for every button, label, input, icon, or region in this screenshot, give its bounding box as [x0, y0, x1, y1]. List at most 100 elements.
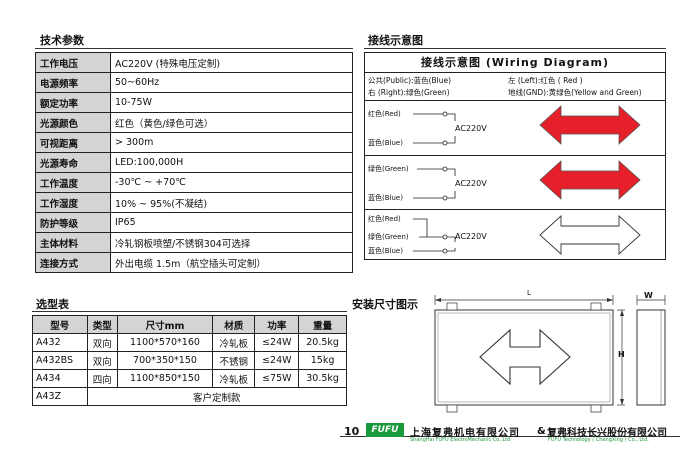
spec-value: 50~60Hz	[110, 72, 353, 93]
wiring-title: 接线示意图 (Wiring Diagram)	[420, 56, 610, 69]
column-header: 功率	[254, 315, 300, 334]
spec-value: IP65	[110, 212, 353, 233]
spec-key: 工作湿度	[35, 192, 111, 213]
table-row: A43Z 客户定制款	[32, 387, 348, 406]
wire-label-red: 红色(Red)	[368, 215, 401, 223]
wire-label-blue: 蓝色(Blue)	[368, 247, 403, 255]
table-cell: A432	[32, 333, 88, 352]
table-cell: 冷轧板	[211, 369, 256, 388]
column-header: 材质	[211, 315, 256, 334]
spec-row: 光源颜色红色（黄色/绿色可选）	[35, 112, 353, 133]
section-title-models: 选型表	[36, 298, 69, 311]
spec-value: LED:100,000H	[110, 152, 353, 173]
legend-public: 公共(Public):蓝色(Blue)	[368, 76, 452, 85]
spec-key: 工作温度	[35, 172, 111, 193]
table-cell: 1100*850*150	[116, 369, 214, 388]
legend-gnd: 地线(GND):黄绿色(Yellow and Green)	[508, 88, 642, 97]
install-drawing	[434, 295, 666, 413]
divider	[364, 48, 666, 49]
company-logo: FUFU	[366, 423, 404, 437]
wiring-lines	[413, 160, 641, 201]
spec-row: 可视距离> 300m	[35, 132, 353, 153]
section-title-wiring: 接线示意图	[368, 34, 423, 47]
voltage-label: AC220V	[455, 232, 487, 241]
wiring-panel-right: 绿色(Green) 蓝色(Blue) AC220V	[365, 155, 665, 205]
voltage-label: AC220V	[455, 124, 487, 133]
table-cell: 双向	[86, 333, 118, 352]
dim-label-w: W	[644, 291, 653, 300]
spec-row: 工作温度-30℃ ~ +70℃	[35, 172, 353, 193]
table-cell: A432BS	[32, 351, 88, 370]
table-cell: 15kg	[298, 351, 347, 370]
arrow-icon	[539, 214, 641, 256]
table-cell: 700*350*150	[116, 351, 214, 370]
divider	[32, 311, 347, 312]
voltage-label: AC220V	[455, 179, 487, 188]
amp-symbol: &	[537, 426, 546, 437]
company-name-2-en: FUFU Technology ( ChangXing ) Co., Ltd.	[548, 437, 649, 443]
spec-value: 外出电缆 1.5m（航空插头可定制）	[110, 252, 353, 273]
section-title-install: 安装尺寸图示	[352, 298, 418, 311]
table-cell: 不锈钢	[211, 351, 256, 370]
dim-label-l: L	[527, 289, 531, 297]
table-cell: 四向	[86, 369, 118, 388]
table-cell: ≤24W	[254, 333, 300, 352]
spec-row: 主体材料冷轧钢板喷塑/不锈钢304可选择	[35, 232, 353, 253]
spec-value: 冷轧钢板喷塑/不锈钢304可选择	[110, 232, 353, 253]
wire-label-red: 红色(Red)	[368, 110, 401, 118]
wire-label-green: 绿色(Green)	[368, 233, 409, 241]
spec-value: 红色（黄色/绿色可选）	[110, 112, 353, 133]
arrow-icon	[539, 105, 641, 145]
spec-key: 工作电压	[35, 52, 111, 73]
spec-key: 光源寿命	[35, 152, 111, 173]
footer-divider	[340, 436, 680, 437]
table-cell: A43Z	[32, 387, 88, 406]
company-name-2: 复弗科技长兴股份有限公司	[547, 428, 667, 439]
column-header: 型号	[32, 315, 88, 334]
spec-value: > 300m	[110, 132, 353, 153]
spec-value: 10-75W	[110, 92, 353, 113]
spec-row: 连接方式外出电缆 1.5m（航空插头可定制）	[35, 252, 353, 273]
spec-key: 防护等级	[35, 212, 111, 233]
wiring-panel-both: 红色(Red) 绿色(Green) 蓝色(Blue) AC220V	[365, 209, 665, 260]
table-cell: 30.5kg	[298, 369, 347, 388]
table-cell: A434	[32, 369, 88, 388]
spec-value: -30℃ ~ +70℃	[110, 172, 353, 193]
column-header: 类型	[86, 315, 118, 334]
table-cell: 20.5kg	[298, 333, 347, 352]
arrow-icon	[539, 160, 641, 200]
spec-value: AC220V (特殊电压定制)	[110, 52, 353, 73]
arrow-icon	[479, 328, 571, 386]
company-name-1: 上海复弗机电有限公司	[410, 428, 520, 439]
wiring-diagram: 接线示意图 (Wiring Diagram) 公共(Public):蓝色(Blu…	[364, 52, 666, 260]
table-cell: 客户定制款	[86, 387, 348, 406]
wiring-panel-left: 红色(Red) 蓝色(Blue) AC220V	[365, 100, 665, 150]
page-number: 10	[344, 425, 360, 438]
spec-key: 光源颜色	[35, 112, 111, 133]
column-header: 尺寸mm	[116, 315, 214, 334]
table-cell: ≤75W	[254, 369, 300, 388]
spec-key: 连接方式	[35, 252, 111, 273]
wire-label-blue: 蓝色(Blue)	[368, 194, 403, 202]
wiring-lines	[413, 105, 641, 146]
wire-label-green: 绿色(Green)	[368, 165, 409, 173]
section-title-tech: 技术参数	[40, 34, 84, 47]
spec-value: 10% ~ 95%(不凝结)	[110, 192, 353, 213]
spec-key: 电源频率	[35, 72, 111, 93]
dim-label-h: H	[618, 350, 625, 359]
spec-key: 可视距离	[35, 132, 111, 153]
table-cell: 双向	[86, 351, 118, 370]
spec-key: 额定功率	[35, 92, 111, 113]
table-cell: 1100*570*160	[116, 333, 214, 352]
spec-key: 主体材料	[35, 232, 111, 253]
